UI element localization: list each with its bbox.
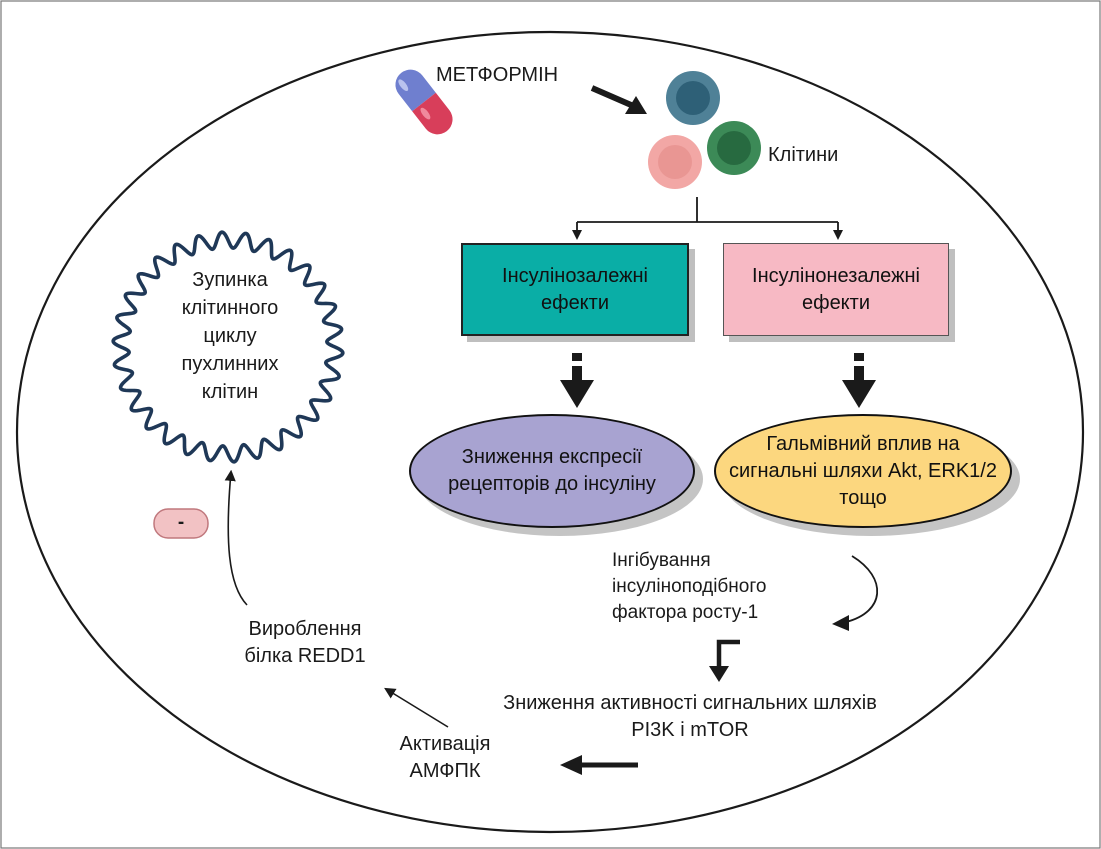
- insulin-independent-box: Інсулінонезалежні ефекти: [723, 243, 949, 336]
- cells-label: Клітини: [768, 144, 839, 166]
- akt-inhibition-text: Гальмівний вплив на сигнальні шляхи Akt,…: [729, 432, 997, 509]
- igf1-inhibition-label: Інгібування інсуліноподібного фактора ро…: [612, 550, 767, 623]
- pi3k-mtor-label: Зниження активності сигнальних шляхів PI…: [503, 692, 877, 741]
- redd1-label: Вироблення білка REDD1: [244, 618, 366, 667]
- insulin-independent-text: Інсулінонезалежні ефекти: [752, 264, 920, 314]
- akt-inhibition-ellipse: Гальмівний вплив на сигнальні шляхи Akt,…: [714, 414, 1012, 528]
- cells-icon: [648, 71, 761, 189]
- cell-cycle-arrest-label: Зупинка клітинного циклу пухлинних кліти…: [181, 269, 279, 403]
- capsule-icon: [395, 69, 453, 135]
- inhibition-badge: [153, 508, 209, 539]
- ampk-label: Активація АМФПК: [399, 733, 491, 782]
- metformin-label: МЕТФОРМІН: [436, 64, 559, 86]
- arrow-to-receptors: [560, 353, 594, 408]
- receptor-expression-ellipse: Зниження експресії рецепторів до інсулін…: [409, 414, 695, 528]
- receptor-expression-text: Зниження експресії рецепторів до інсулін…: [448, 446, 656, 495]
- insulin-dependent-text: Інсулінозалежні ефекти: [502, 264, 648, 314]
- cell-cycle-arrest-outline: [111, 230, 345, 464]
- insulin-dependent-box: Інсулінозалежні ефекти: [461, 243, 689, 336]
- cell-membrane: [15, 30, 1085, 834]
- arrow-to-akt: [842, 353, 876, 408]
- metformin-arrow-head: [625, 96, 647, 114]
- inhibition-badge-label: -: [177, 512, 185, 533]
